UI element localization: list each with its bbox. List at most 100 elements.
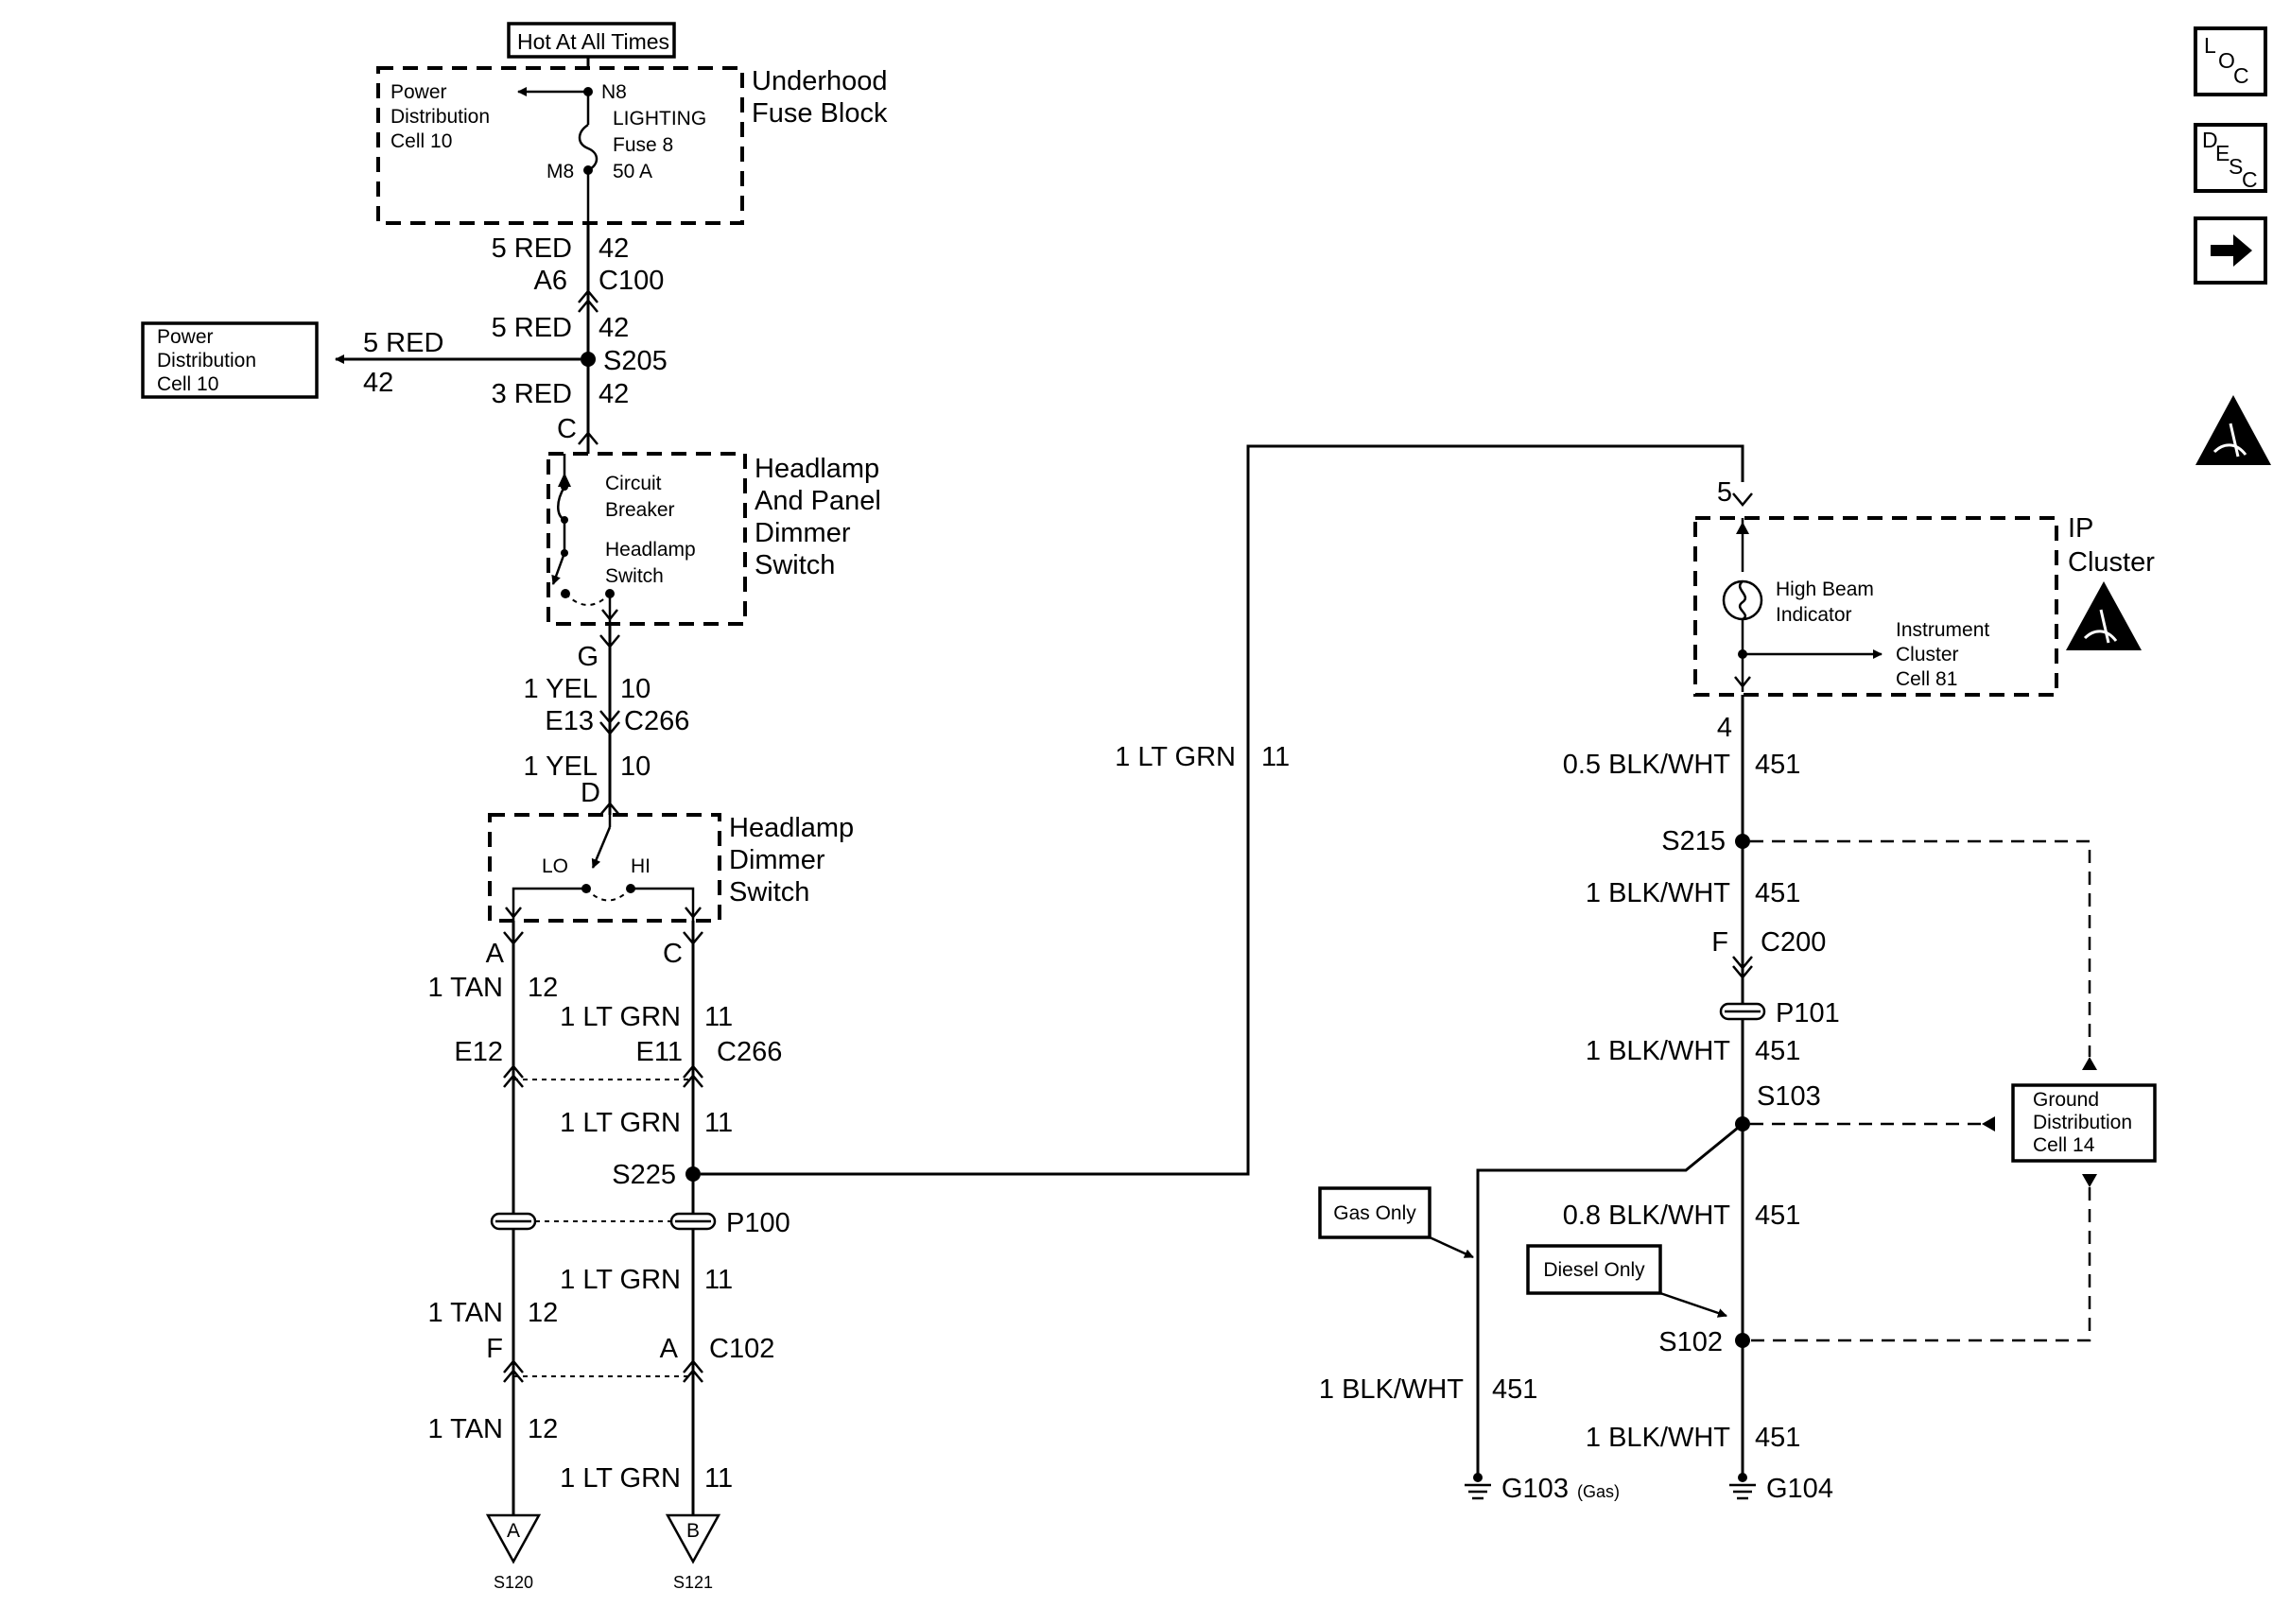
s120-label: S120 [494, 1573, 533, 1592]
ckt-11-label-c: 11 [704, 1265, 733, 1295]
s103-label: S103 [1757, 1081, 1821, 1112]
ip-cluster: High Beam Indicator Instrument Cluster C… [1693, 516, 2058, 697]
wire-1tan-label-a: 1 TAN [427, 973, 503, 1003]
fuse-number: Fuse 8 [613, 134, 673, 156]
pass-thru-p101 [1719, 1002, 1766, 1021]
ground-cell-line2: Distribution [2033, 1112, 2132, 1133]
splice-s102 [1735, 1333, 1750, 1348]
loc-letter-main: L [2204, 33, 2216, 58]
pin-e12-label: E12 [454, 1037, 503, 1067]
splice-s225 [685, 1166, 701, 1182]
esd-warning-icon-cluster [2066, 581, 2142, 650]
headlamp-dimmer-switch: LO HI [488, 813, 721, 923]
ground-cell-line1: Ground [2033, 1089, 2099, 1111]
hot-at-all-times-label: Hot At All Times [517, 29, 669, 54]
ckt-11-label-a: 11 [704, 1002, 733, 1032]
fuse-name: LIGHTING [613, 108, 706, 130]
ckt-451-label-b: 451 [1755, 878, 1800, 908]
ckt-11-label-long: 11 [1261, 742, 1290, 772]
pdc-left-line3: Cell 10 [157, 373, 218, 395]
wire-05blkwht-label: 0.5 BLK/WHT [1563, 750, 1731, 780]
pin-d-label: D [581, 778, 600, 808]
ckt-11-label-d: 11 [704, 1463, 733, 1494]
pin-5-label: 5 [1717, 477, 1732, 508]
esd-warning-icon [2195, 395, 2271, 465]
wire-5red-label-a: 5 RED [492, 233, 572, 264]
c266-label-a: C266 [624, 706, 689, 736]
pin-m8-label: M8 [547, 161, 574, 182]
ic-cell-line2: Cluster [1896, 644, 1959, 665]
next-page-button[interactable] [2194, 216, 2267, 285]
s215-label: S215 [1661, 826, 1726, 856]
desc-button[interactable]: D E S C [2194, 123, 2267, 193]
pdc-top-line2: Distribution [390, 106, 490, 128]
ic-cell-line3: Cell 81 [1896, 668, 1957, 690]
gas-only-label: Gas Only [1333, 1202, 1416, 1224]
panel-dimmer-label-line4: Switch [755, 550, 835, 580]
splice-s215 [1735, 834, 1750, 849]
page-ref-s121[interactable]: B S121 [665, 1513, 721, 1592]
panel-dimmer-label-line1: Headlamp [755, 454, 879, 484]
ckt-10-label-b: 10 [620, 752, 651, 782]
desc-letter-main: D [2202, 128, 2218, 152]
pdc-left-line2: Distribution [157, 350, 256, 371]
wire-1ltgrn-label-b: 1 LT GRN [560, 1108, 681, 1138]
ground-distribution-box: Ground Distribution Cell 14 [2011, 1083, 2157, 1163]
ic-cell-line1: Instrument [1896, 619, 1989, 641]
wire-3red-label: 3 RED [492, 379, 572, 409]
wire-1tan-label-b: 1 TAN [427, 1298, 503, 1328]
ckt-12-label-c: 12 [528, 1414, 558, 1444]
ckt-451-label-d: 451 [1755, 1201, 1800, 1231]
pin-g-label: G [577, 642, 599, 672]
pin-4-label: 4 [1717, 713, 1732, 743]
ckt-42-label-a: 42 [599, 233, 629, 264]
page-ref-s120[interactable]: A S120 [485, 1513, 542, 1592]
pin-a-label-c102: A [660, 1334, 679, 1364]
connector-c266-e11-symbol [683, 1064, 703, 1088]
dimmer-label-line1: Headlamp [729, 813, 854, 843]
wire-1yel-label-a: 1 YEL [524, 674, 598, 704]
wire-1-lt-grn-11-to-cluster [701, 444, 1744, 1176]
loc-button[interactable]: L O C [2194, 26, 2267, 96]
ground-g103-icon [1465, 1473, 1491, 1500]
ground-cell-line3: Cell 14 [2033, 1134, 2095, 1156]
ckt-11-label-b: 11 [704, 1108, 733, 1138]
diesel-only-label: Diesel Only [1543, 1259, 1645, 1281]
high-beam-label-line1: High Beam [1776, 579, 1874, 600]
ckt-451-label-e: 451 [1755, 1423, 1800, 1453]
connector-c200-symbol [1732, 956, 1753, 979]
fuse-symbol [578, 123, 599, 172]
breaker-label-line2: Breaker [605, 499, 675, 521]
pin-f-label-c200: F [1711, 927, 1728, 958]
underhood-label-line1: Underhood [752, 66, 888, 96]
ckt-42-label-c: 42 [363, 368, 393, 398]
wire-1-blk-wht-451-gas [1476, 1122, 1744, 1477]
s225-label: S225 [612, 1160, 676, 1190]
breaker-label-line1: Circuit [605, 473, 662, 494]
wire-5red-label-b: 5 RED [492, 313, 572, 343]
g103-label: G103 [1501, 1474, 1569, 1504]
panel-dimmer-label-line2: And Panel [755, 486, 881, 516]
underhood-fuse-block: Power Distribution Cell 10 N8 M8 LIGHTIN… [376, 66, 744, 225]
p101-label: P101 [1776, 998, 1840, 1028]
right-arrow-icon [2211, 234, 2252, 267]
dimmer-label-line3: Switch [729, 877, 809, 907]
hot-at-all-times-box: Hot At All Times [507, 22, 676, 59]
headlamp-switch-blade [551, 552, 566, 585]
page-ref-b-letter: B [686, 1520, 700, 1542]
pin-e11-label: E11 [636, 1037, 683, 1067]
high-beam-label-line2: Indicator [1776, 604, 1852, 626]
pin-n8-label: N8 [601, 81, 627, 103]
dimmer-label-line2: Dimmer [729, 845, 825, 875]
dimmer-switch-blade [591, 826, 612, 869]
ground-g104-icon [1729, 1473, 1756, 1500]
wire-1yel-label-b: 1 YEL [524, 752, 598, 782]
panel-dimmer-label-line3: Dimmer [755, 518, 851, 548]
pdc-left-box: Power Distribution Cell 10 [141, 321, 319, 399]
c102-label: C102 [709, 1334, 774, 1364]
pin-f-label-c102: F [486, 1334, 503, 1364]
pdc-top-line1: Power [390, 81, 447, 103]
pdc-top-line3: Cell 10 [390, 130, 452, 152]
wire-1blkwht-label-b: 1 BLK/WHT [1586, 1036, 1730, 1066]
